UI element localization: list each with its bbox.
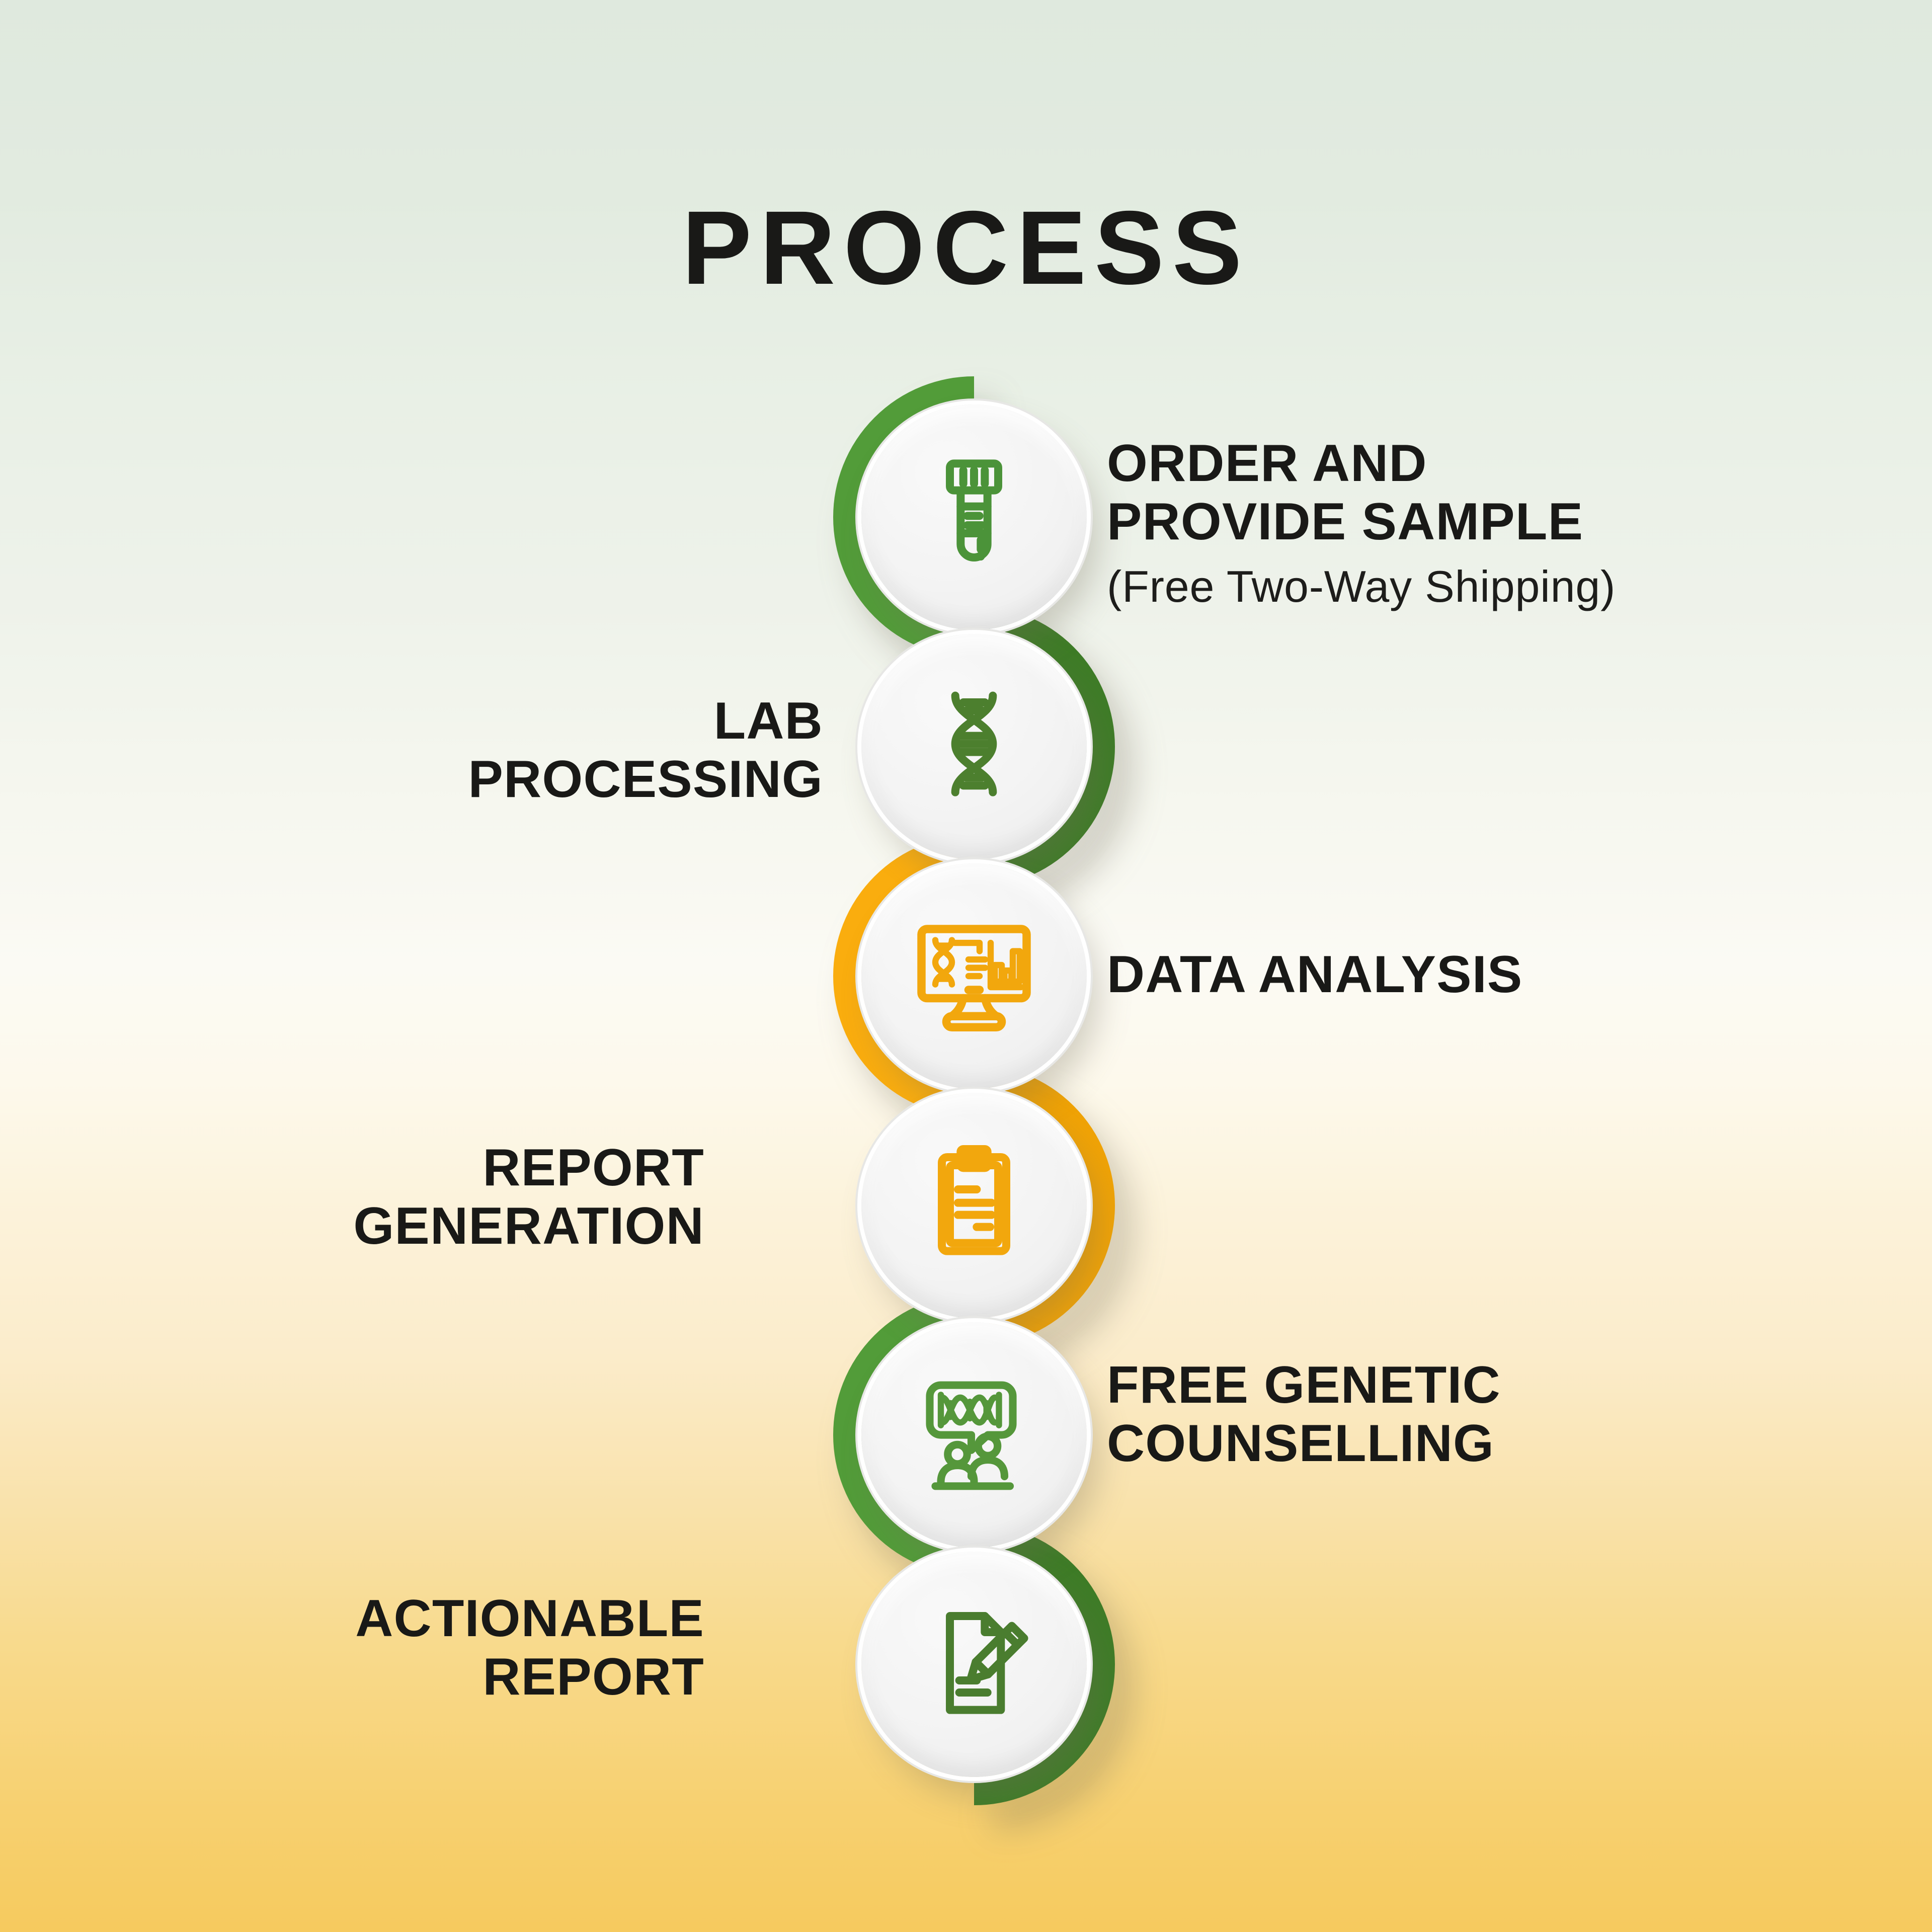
page-title: PROCESS [682, 191, 1250, 308]
step-circle-report-generation [861, 1093, 1087, 1318]
label-line: ORDER AND [1107, 433, 1427, 493]
test-tube-icon [946, 459, 1002, 561]
step-circle-data-analysis [861, 863, 1087, 1089]
ribbon-arc-step4 [974, 1065, 1115, 1346]
step-circle-order-and-provide-sample [861, 405, 1087, 630]
label-line: REPORT [482, 1646, 704, 1707]
label-line: ACTIONABLE [355, 1588, 704, 1648]
ribbon-arc-step6 [974, 1523, 1115, 1805]
label-line: DATA ANALYSIS [1107, 944, 1523, 1004]
signed-document-icon [946, 1612, 1028, 1714]
ribbon-arc-step5 [833, 1294, 975, 1576]
label-line: REPORT [482, 1137, 704, 1197]
ribbon-arc-step2 [974, 606, 1115, 888]
clipboard-report-icon [938, 1145, 1010, 1255]
label-line: PROVIDE SAMPLE [1107, 491, 1584, 551]
label-line: FREE GENETIC [1107, 1354, 1501, 1415]
label-lab-processing: LAB PROCESSING [468, 690, 824, 809]
step-circle-free-genetic-counselling [861, 1322, 1087, 1548]
label-data-analysis: DATA ANALYSIS [1107, 944, 1523, 1004]
genetic-counselling-icon [926, 1381, 1017, 1490]
label-actionable-report: ACTIONABLE REPORT [355, 1588, 704, 1707]
ribbon-arc-step3 [833, 835, 975, 1117]
label-free-genetic-counselling: FREE GENETIC COUNSELLING [1107, 1354, 1501, 1473]
label-line: COUNSELLING [1107, 1413, 1495, 1473]
dna-helix-icon [951, 691, 997, 796]
step-circle-lab-processing [861, 634, 1087, 859]
label-order-and-provide-sample: ORDER AND PROVIDE SAMPLE (Free Two-Way S… [1107, 433, 1616, 614]
label-line: GENERATION [353, 1195, 704, 1256]
label-report-generation: REPORT GENERATION [353, 1137, 704, 1256]
label-note-free-shipping: (Free Two-Way Shipping) [1107, 561, 1616, 612]
label-line: PROCESSING [468, 749, 823, 809]
step-circle-actionable-report [861, 1552, 1087, 1777]
ribbon-arc-step1 [833, 376, 975, 658]
label-line: LAB [713, 690, 823, 751]
monitor-analysis-icon [917, 925, 1031, 1031]
